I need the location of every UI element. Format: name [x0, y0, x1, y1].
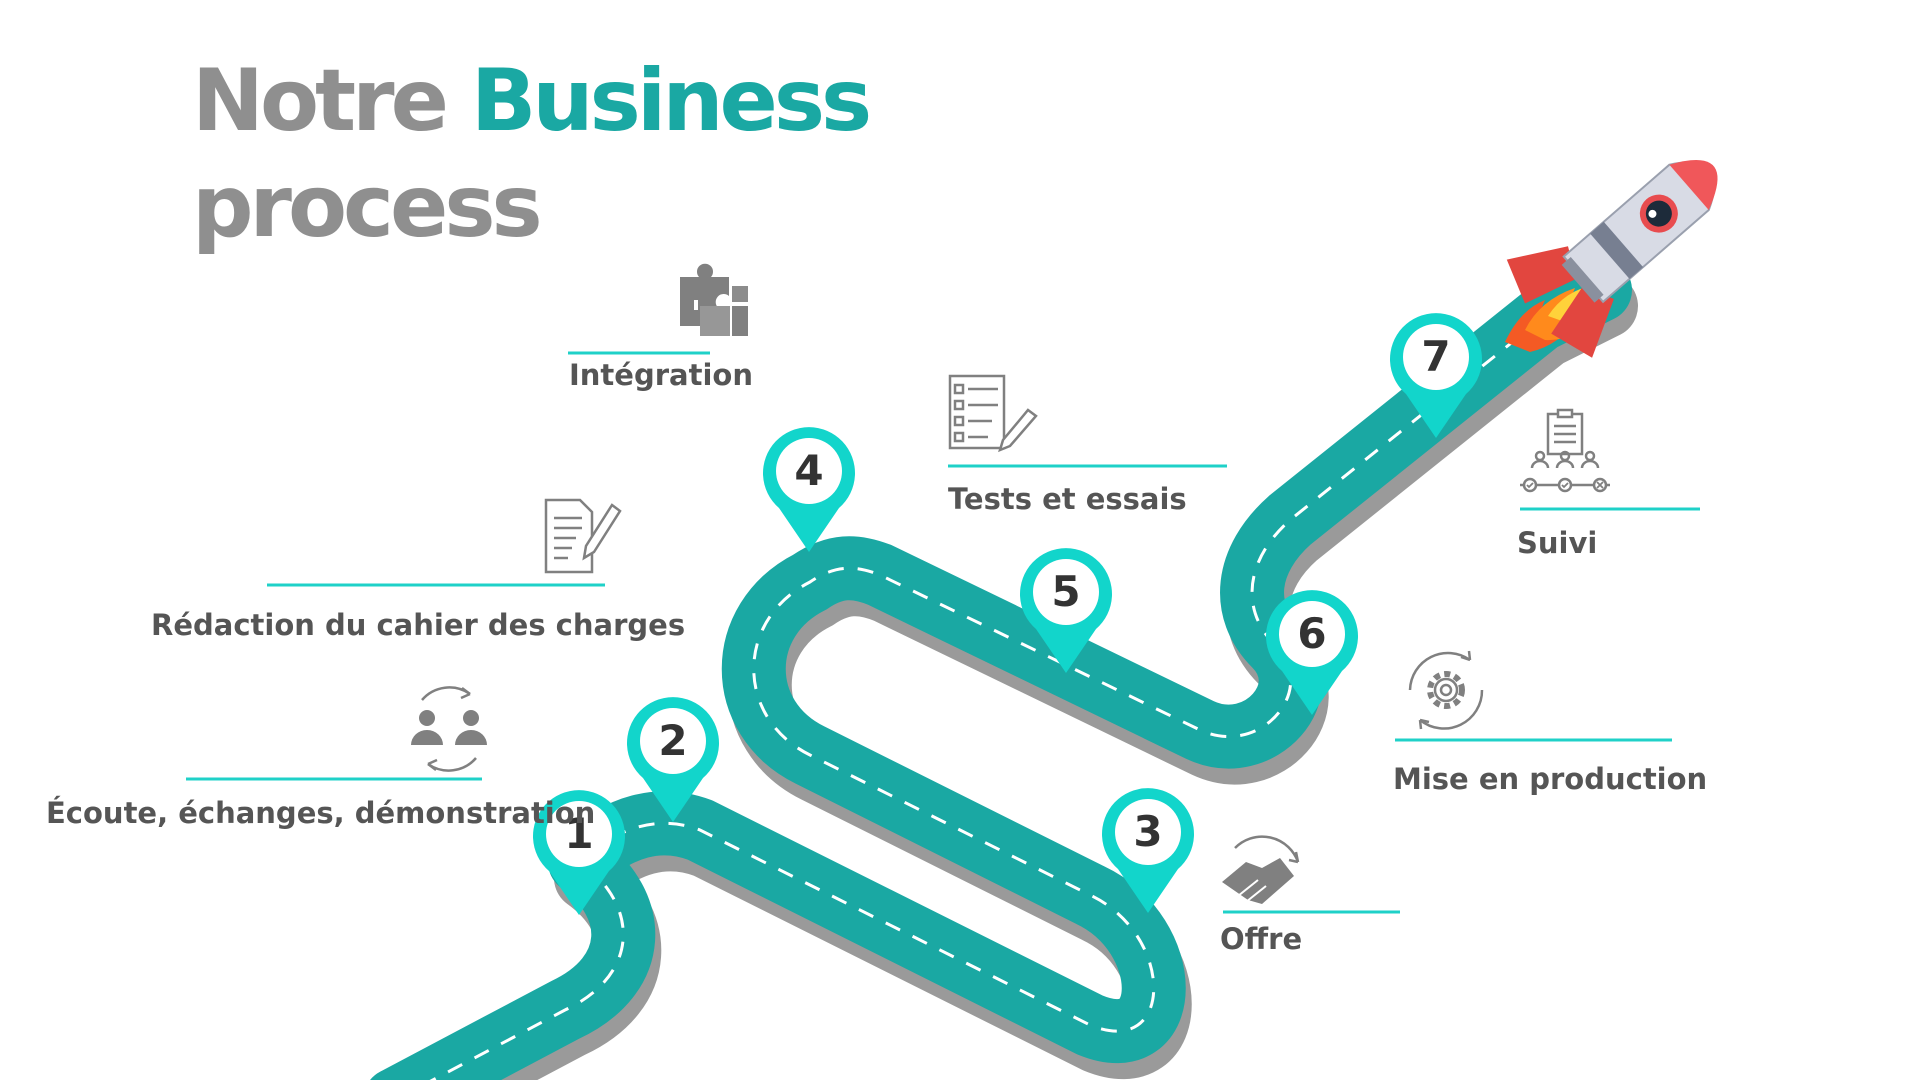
pin-step-4[interactable]: 4 [763, 427, 855, 552]
pin-number-6: 6 [1297, 609, 1326, 658]
step-label-4: Intégration [569, 358, 753, 392]
rocket-icon [1505, 160, 1718, 358]
pin-step-6[interactable]: 6 [1266, 590, 1358, 715]
handshake-icon [1222, 835, 1300, 904]
pin-step-7[interactable]: 7 [1390, 313, 1482, 438]
gear-cycle-icon [1408, 650, 1484, 730]
divider-lines [186, 351, 1700, 914]
title-word-process: process [192, 157, 543, 257]
pin-step-5[interactable]: 5 [1020, 548, 1112, 673]
step-label-6: Mise en production [1393, 762, 1708, 796]
pin-step-2[interactable]: 2 [627, 697, 719, 822]
step-label-1: Écoute, échanges, démonstration [46, 796, 596, 830]
puzzle-icon [680, 263, 748, 336]
exchange-people-icon [411, 686, 487, 772]
document-edit-icon [544, 498, 622, 574]
step-label-7: Suivi [1517, 526, 1598, 560]
pin-number-2: 2 [658, 716, 687, 765]
title-word-notre: Notre [192, 51, 449, 151]
pin-number-3: 3 [1133, 807, 1162, 856]
title-word-business: Business [470, 51, 872, 151]
pin-number-5: 5 [1051, 567, 1080, 616]
pin-step-1[interactable]: 1 [533, 790, 625, 915]
org-chart-icon [1520, 408, 1610, 493]
pin-number-1: 1 [564, 809, 593, 858]
checklist-icon [948, 374, 1038, 453]
pin-number-7: 7 [1421, 332, 1450, 381]
step-label-5: Tests et essais [948, 482, 1187, 516]
step-label-2: Rédaction du cahier des charges [151, 608, 686, 642]
pin-number-4: 4 [794, 446, 823, 495]
step-label-3: Offre [1220, 922, 1303, 956]
pin-step-3[interactable]: 3 [1102, 788, 1194, 913]
